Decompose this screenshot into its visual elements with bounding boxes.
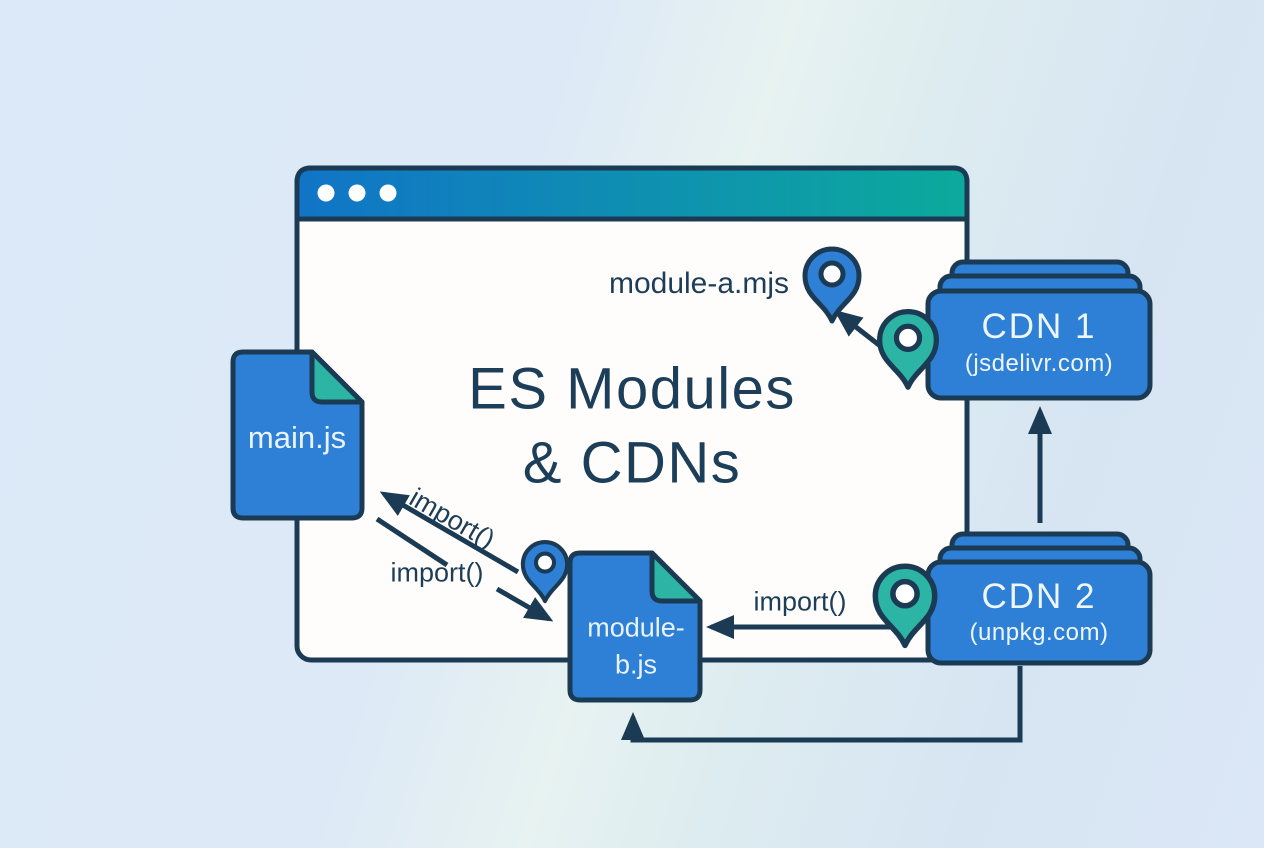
arrow-cdn2-elbow-to-module-b: [620, 666, 1023, 743]
cdn1-stack-icon: [925, 259, 1153, 401]
arrow-module-b-to-main: [379, 491, 520, 575]
window-dot-icon: [317, 184, 335, 202]
folded-corner-icon: [649, 550, 703, 604]
folded-corner-icon: [309, 349, 365, 405]
browser-window: [294, 165, 970, 663]
window-dot-icon: [348, 184, 366, 202]
import-label-from-cdn2: import(): [753, 586, 847, 617]
edges: [375, 309, 1052, 743]
module-b-label-line2: b.js: [614, 649, 658, 680]
cdn2-stack-icon: [925, 531, 1153, 666]
diagram-title-line2: & CDNs: [522, 430, 742, 496]
diagram-title-line1: ES Modules: [468, 356, 796, 422]
file-icon-main-js: [230, 349, 365, 521]
main-js-label: main.js: [247, 420, 347, 455]
cdn2-name: CDN 2: [981, 577, 1097, 616]
module-b-label-line1: module-: [587, 612, 685, 643]
import-label-to-module-b: import(): [390, 557, 484, 588]
arrow-main-to-module-b-head: [495, 586, 554, 622]
cdn1-host: (jsdelivr.com): [964, 350, 1114, 377]
arrow-main-to-module-b-segment: [375, 516, 449, 568]
file-icon-module-b-js: [567, 550, 703, 703]
browser-titlebar: [294, 165, 970, 222]
module-a-label: module-a.mjs: [608, 267, 790, 300]
window-dot-icon: [379, 184, 397, 202]
cdn2-host: (unpkg.com): [969, 619, 1109, 646]
cdn1-name: CDN 1: [981, 307, 1097, 346]
